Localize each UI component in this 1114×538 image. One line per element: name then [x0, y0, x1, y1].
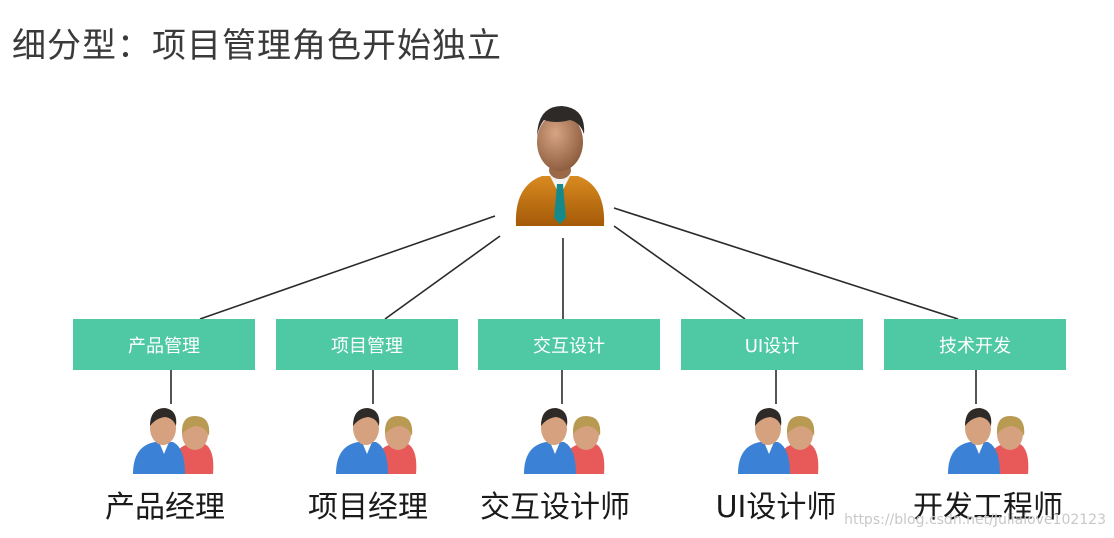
team-avatar-icon [948, 408, 1029, 474]
role-title-interaction: 交互设计师 [480, 490, 630, 525]
connector-line [199, 215, 496, 320]
connector-line [384, 235, 501, 320]
role-box-product: 产品管理 [73, 319, 255, 370]
role-box-dev: 技术开发 [884, 319, 1066, 370]
role-box-interaction: 交互设计 [478, 319, 660, 370]
role-title-dev: 开发工程师 [913, 490, 1063, 525]
watermark: https://blog.csdn.net/Juliaiove102123 [844, 512, 1106, 528]
role-box-project: 项目管理 [276, 319, 458, 370]
slide-title: 细分型：项目管理角色开始独立 [12, 26, 502, 66]
role-title-product: 产品经理 [105, 490, 225, 525]
connector-line [613, 207, 959, 320]
team-avatar-icon [738, 408, 819, 474]
connector-line [613, 225, 746, 320]
role-title-ui: UI设计师 [715, 490, 837, 525]
team-avatar-icon [133, 408, 214, 474]
manager-avatar-icon [515, 106, 605, 226]
role-box-ui: UI设计 [681, 319, 863, 370]
team-avatar-icon [524, 408, 605, 474]
team-avatar-icon [336, 408, 417, 474]
role-title-project: 项目经理 [308, 490, 428, 525]
